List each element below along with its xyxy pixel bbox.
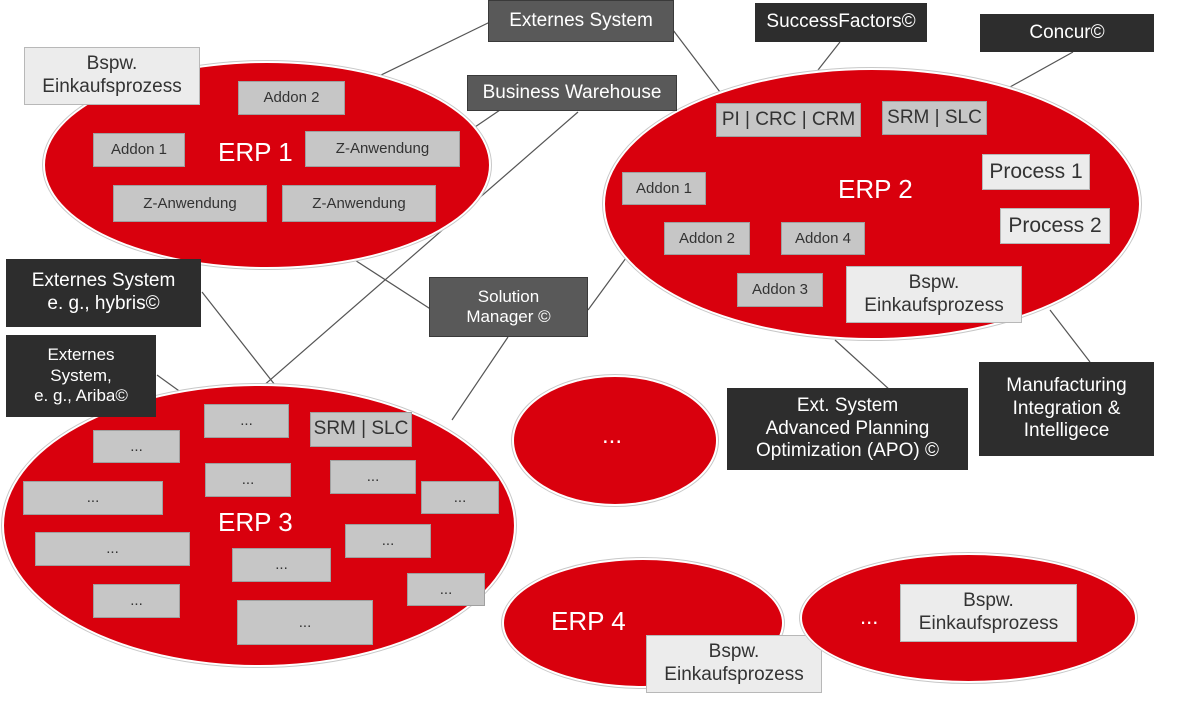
erp2-addon-4: Addon 4: [781, 222, 865, 255]
erp3-box: ...: [205, 463, 291, 497]
connector-solman-erp3: [451, 336, 509, 421]
erp4-einkauf-line2: Einkaufsprozess: [664, 664, 804, 685]
solman-line2: Manager ©: [466, 307, 551, 326]
erp1-addon-2: Addon 2: [238, 81, 345, 115]
right-einkauf-line2: Einkaufsprozess: [918, 613, 1059, 634]
erp2-einkauf-line1: Bspw.: [908, 271, 960, 293]
erp2-einkaufsprozess: Bspw. Einkaufsprozess: [846, 266, 1022, 323]
connector-hybris-erp3: [201, 291, 276, 386]
erp2-srm-slc: SRM | SLC: [882, 101, 987, 135]
erp3-srm-slc: SRM | SLC: [310, 412, 412, 447]
erp3-box: ...: [204, 404, 289, 438]
erp4-einkaufsprozess: Bspw. Einkaufsprozess: [646, 635, 822, 693]
right-einkauf-line1: Bspw.: [963, 590, 1014, 612]
concur-box: Concur©: [980, 14, 1154, 52]
successfactors-box: SuccessFactors©: [755, 3, 927, 42]
erp3-box: ...: [237, 600, 373, 645]
externes-system-box: Externes System: [488, 0, 674, 42]
hybris-line1: Externes System: [31, 270, 176, 292]
apo-line3: Optimization (APO) ©: [756, 440, 939, 462]
erp1-z-anwendung-3: Z-Anwendung: [282, 185, 436, 222]
erp2-pi-crc-crm: PI | CRC | CRM: [716, 103, 861, 137]
ariba-line3: e. g., Ariba©: [34, 386, 128, 406]
business-warehouse-box: Business Warehouse: [467, 75, 677, 111]
erp4-einkauf-line1: Bspw.: [708, 641, 760, 663]
solution-manager-box: Solution Manager ©: [429, 277, 588, 337]
top-left-einkaufsprozess: Bspw. Einkaufsprozess: [24, 47, 200, 105]
erp3-box: ...: [93, 584, 180, 618]
connector-bw-erp3: [261, 111, 579, 388]
erp2-addon-2: Addon 2: [664, 222, 750, 255]
ariba-line2: System,: [50, 365, 112, 385]
connector-erp2-mii: [1049, 309, 1091, 363]
apo-box: Ext. System Advanced Planning Optimizati…: [727, 388, 968, 470]
erp2-process-1: Process 1: [982, 154, 1090, 190]
erp3-box: ...: [407, 573, 485, 606]
erp3-box: ...: [23, 481, 163, 515]
connector-erp1-solman: [346, 254, 433, 311]
erp1-addon-1: Addon 1: [93, 133, 185, 167]
hybris-box: Externes System e. g., hybris©: [6, 259, 201, 327]
connector-solman-erp2: [587, 257, 627, 311]
mii-line2: Integration &: [1012, 397, 1121, 419]
erp3-box: ...: [330, 460, 416, 494]
solman-line1: Solution: [477, 286, 540, 306]
connector-erp2-apo: [834, 339, 891, 391]
hybris-line2: e. g., hybris©: [47, 293, 160, 314]
middle-ellipse: [512, 375, 718, 506]
erp2-process-2: Process 2: [1000, 208, 1110, 244]
erp3-box: ...: [93, 430, 180, 463]
top-left-einkauf-line2: Einkaufsprozess: [42, 76, 182, 97]
erp3-box: ...: [421, 481, 499, 514]
erp1-z-anwendung-2: Z-Anwendung: [113, 185, 267, 222]
right-einkaufsprozess: Bspw. Einkaufsprozess: [900, 584, 1077, 642]
erp1-z-anwendung-1: Z-Anwendung: [305, 131, 460, 167]
top-left-einkauf-line1: Bspw.: [86, 53, 138, 75]
mii-line1: Manufacturing: [1006, 374, 1127, 396]
erp2-einkauf-line2: Einkaufsprozess: [864, 294, 1004, 316]
erp2-addon-1: Addon 1: [622, 172, 706, 205]
erp3-box: ...: [35, 532, 190, 566]
connector-ariba-erp3: [156, 374, 183, 394]
manufacturing-box: Manufacturing Integration & Intelligece: [979, 362, 1154, 456]
ariba-box: Externes System, e. g., Ariba©: [6, 335, 156, 417]
connector-bw-erp1: [474, 109, 501, 128]
connector-sf-erp2: [817, 41, 841, 71]
erp3-box: ...: [345, 524, 431, 558]
connector-concur-erp2: [1009, 51, 1074, 88]
middle-ellipse-label: ...: [602, 422, 623, 449]
mii-line3: Intelligece: [1023, 420, 1110, 442]
erp2-addon-3: Addon 3: [737, 273, 823, 307]
erp1-label: ERP 1: [218, 137, 293, 167]
erp4-label: ERP 4: [551, 606, 626, 636]
erp2-label: ERP 2: [838, 174, 913, 204]
right-ellipse-label: ...: [860, 604, 879, 629]
erp3-label: ERP 3: [218, 507, 293, 537]
connector-ext-erp2: [672, 29, 721, 93]
apo-line1: Ext. System: [796, 394, 899, 416]
ariba-line1: Externes: [47, 345, 115, 365]
apo-line2: Advanced Planning: [765, 417, 930, 439]
connector-ext-erp1: [374, 21, 491, 79]
erp3-box: ...: [232, 548, 331, 582]
